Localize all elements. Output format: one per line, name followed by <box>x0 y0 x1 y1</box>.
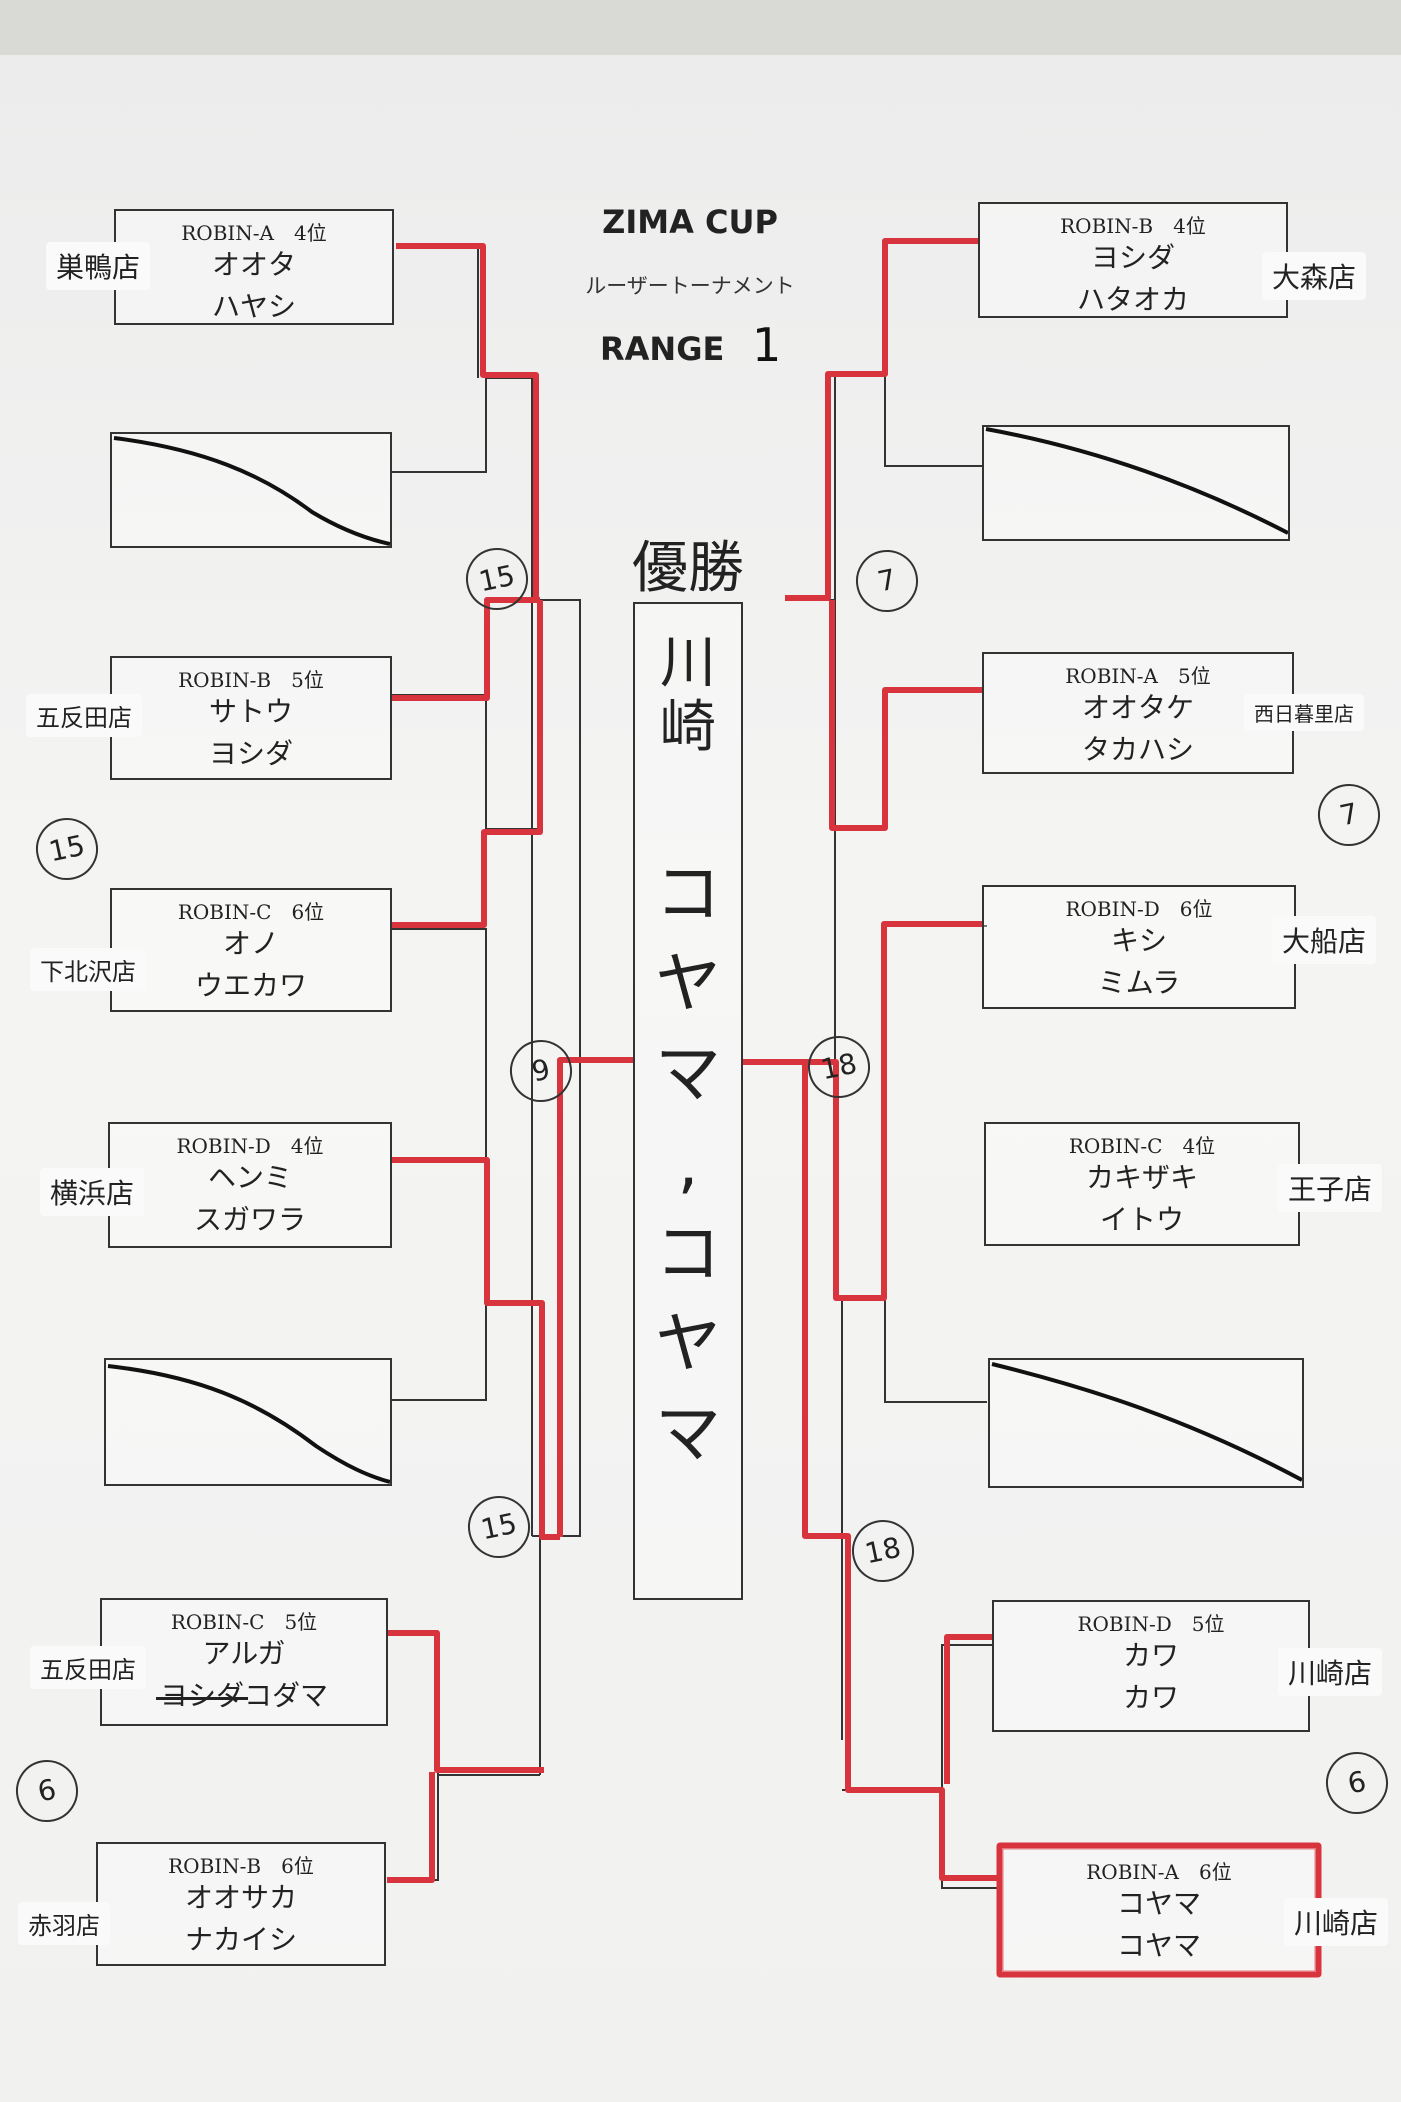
bye-box-right-1 <box>982 425 1290 541</box>
entry-player-1: アルガ <box>202 1637 286 1670</box>
paper-sheet <box>0 55 1401 2102</box>
range-number: 1 <box>752 318 782 372</box>
entry-box-left-3: ROBIN-C 6位 オノ ウエカワ <box>110 888 392 1012</box>
entry-rank: ROBIN-A 5位 <box>1065 664 1211 688</box>
entry-player-1: カキザキ <box>1085 1161 1198 1194</box>
entry-rank: ROBIN-C 6位 <box>177 900 325 924</box>
entry-player-1: サトウ <box>208 695 293 728</box>
champion-box: 川崎 コヤマ,コヤマ <box>633 602 743 1600</box>
entry-player-1: キシ <box>1110 924 1167 957</box>
tournament-title: ZIMA CUP <box>602 203 778 241</box>
entry-player-2: カワ <box>1122 1681 1179 1714</box>
range-label: RANGE <box>600 330 725 368</box>
entry-player-1: オオタ <box>211 248 296 281</box>
entry-player-1: オオサカ <box>184 1881 297 1914</box>
entry-player-1: オオタケ <box>1081 691 1194 724</box>
store-label-left-6: 赤羽店 <box>18 1902 110 1945</box>
champion-store: 川崎 <box>660 631 716 760</box>
entry-player-2: コヤマ <box>1116 1929 1201 1962</box>
bye-box-left-1 <box>110 432 392 548</box>
entry-player-2: ウエカワ <box>194 969 307 1002</box>
corrected-name: コダマ <box>244 1679 329 1712</box>
entry-box-right-3: ROBIN-D 6位 キシ ミムラ <box>982 885 1296 1009</box>
entry-player-2: ハヤシ <box>211 290 296 323</box>
entry-player-2: ヨシダコダマ <box>102 1674 386 1714</box>
champion-heading: 優勝 <box>632 536 744 601</box>
entry-player-1: ヨシダ <box>1090 241 1175 274</box>
store-label-left-4: 横浜店 <box>40 1168 145 1216</box>
struck-out-name: ヨシダ <box>159 1679 244 1712</box>
entry-rank: ROBIN-C 4位 <box>1068 1134 1216 1158</box>
bye-slash <box>985 427 1289 535</box>
store-label-left-3: 下北沢店 <box>30 948 146 991</box>
entry-box-left-5: ROBIN-C 5位 アルガ ヨシダコダマ <box>100 1598 388 1726</box>
entry-player-2: タカハシ <box>1081 733 1194 766</box>
entry-box-right-1: ROBIN-B 4位 ヨシダ ハタオカ <box>978 202 1288 318</box>
entry-player-2: ハタオカ <box>1076 283 1189 316</box>
store-label-right-3: 大船店 <box>1272 916 1377 964</box>
bye-slash <box>107 1364 391 1484</box>
store-label-left-2: 五反田店 <box>26 694 142 737</box>
entry-rank: ROBIN-D 6位 <box>1065 897 1213 921</box>
entry-rank: ROBIN-D 5位 <box>1077 1612 1225 1636</box>
bye-slash <box>991 1362 1303 1482</box>
entry-player-1: コヤマ <box>1116 1887 1201 1920</box>
entry-player-1: カワ <box>1122 1639 1179 1672</box>
entry-box-left-4: ROBIN-D 4位 ヘンミ スガワラ <box>108 1122 392 1248</box>
entry-box-left-2: ROBIN-B 5位 サトウ ヨシダ <box>110 656 392 780</box>
store-label-right-6: 川崎店 <box>1284 1898 1389 1946</box>
entry-player-2: ヨシダ <box>208 737 293 770</box>
store-label-right-2: 西日暮里店 <box>1244 694 1364 731</box>
store-label-left-1: 巣鴨店 <box>46 242 151 290</box>
entry-box-right-6: ROBIN-A 6位 コヤマ コヤマ <box>1002 1848 1316 1972</box>
entry-player-2: ナカイシ <box>184 1923 297 1956</box>
bye-box-right-2 <box>988 1358 1304 1488</box>
store-label-right-5: 川崎店 <box>1278 1648 1383 1696</box>
entry-box-left-6: ROBIN-B 6位 オオサカ ナカイシ <box>96 1842 386 1966</box>
entry-rank: ROBIN-B 6位 <box>168 1854 314 1878</box>
entry-player-1: オノ <box>222 927 279 960</box>
entry-rank: ROBIN-C 5位 <box>170 1610 318 1634</box>
entry-player-2: ミムラ <box>1097 966 1181 999</box>
tournament-subtitle: ルーザートーナメント <box>585 274 795 298</box>
entry-rank: ROBIN-B 5位 <box>178 668 324 692</box>
entry-rank: ROBIN-A 4位 <box>181 221 327 245</box>
entry-player-1: ヘンミ <box>207 1161 292 1194</box>
entry-box-right-5: ROBIN-D 5位 カワ カワ <box>992 1600 1310 1732</box>
store-label-right-4: 王子店 <box>1278 1164 1383 1212</box>
bye-box-left-2 <box>104 1358 392 1486</box>
bye-slash <box>113 436 391 546</box>
entry-box-right-4: ROBIN-C 4位 カキザキ イトウ <box>984 1122 1300 1246</box>
entry-player-2: スガワラ <box>193 1203 306 1236</box>
entry-rank: ROBIN-D 4位 <box>176 1134 324 1158</box>
entry-rank: ROBIN-B 4位 <box>1060 214 1206 238</box>
entry-player-2: イトウ <box>1099 1203 1184 1236</box>
store-label-right-1: 大森店 <box>1262 252 1367 300</box>
entry-box-left-1: ROBIN-A 4位 オオタ ハヤシ <box>114 209 394 325</box>
champion-players: コヤマ,コヤマ <box>655 855 721 1472</box>
store-label-left-5: 五反田店 <box>30 1646 146 1689</box>
entry-box-right-2: ROBIN-A 5位 オオタケ タカハシ <box>982 652 1294 774</box>
entry-rank: ROBIN-A 6位 <box>1086 1860 1232 1884</box>
